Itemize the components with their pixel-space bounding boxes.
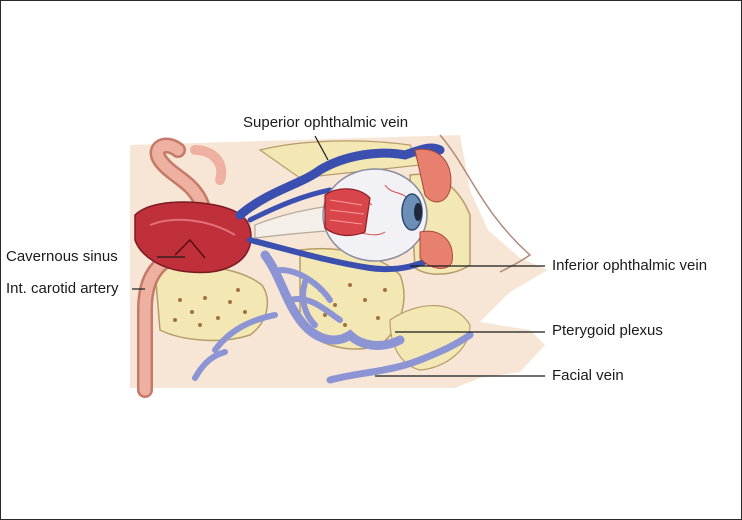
label-superior-ophthalmic-vein: Superior ophthalmic vein — [243, 114, 409, 131]
rectus-muscle — [324, 188, 371, 237]
inferior-ophthalmic-vein — [247, 237, 443, 273]
eyelid-tissue — [414, 148, 453, 269]
label-pterygoid-plexus: Pterygoid plexus — [552, 322, 663, 339]
leader-superior-ophthalmic-vein — [314, 135, 329, 161]
pterygoid-plexus — [192, 250, 405, 381]
leader-lines — [132, 135, 545, 377]
cavernous-sinus — [134, 201, 252, 274]
label-cavernous-sinus: Cavernous sinus — [6, 248, 118, 265]
facial-vein — [326, 331, 474, 384]
label-inferior-ophthalmic-vein: Inferior ophthalmic vein — [552, 257, 708, 274]
bone-marrow-dots — [173, 283, 387, 327]
label-facial-vein: Facial vein — [552, 367, 624, 384]
label-int-carotid-artery: Int. carotid artery — [6, 280, 119, 297]
